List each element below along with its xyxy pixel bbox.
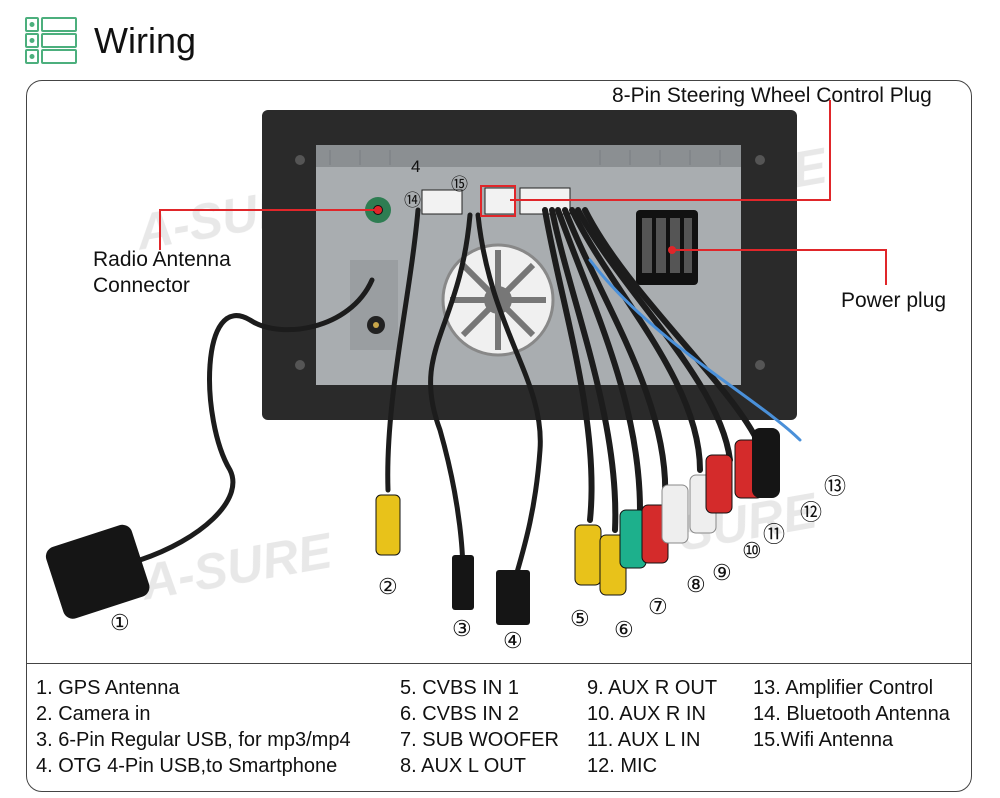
legend-item: 15.Wifi Antenna xyxy=(753,729,894,751)
number-10: ⑩ xyxy=(742,538,762,563)
number-11: ⑪ xyxy=(763,522,785,547)
legend-item: 6. CVBS IN 2 xyxy=(400,703,519,725)
callout-lines xyxy=(159,100,887,285)
legend-item: 8. AUX L OUT xyxy=(400,755,526,777)
svg-text:A-SURE: A-SURE xyxy=(135,522,337,611)
number-2: ② xyxy=(378,574,398,599)
number-15: ⑮ xyxy=(451,175,468,194)
number-4: ④ xyxy=(503,628,523,653)
gps-antenna xyxy=(45,524,150,619)
radio-antenna-label-line2: Connector xyxy=(93,274,190,297)
number-9: ⑨ xyxy=(712,560,732,585)
number-8: ⑧ xyxy=(686,572,706,597)
legend-item: 13. Amplifier Control xyxy=(753,677,934,699)
steering-plug-label: 8-Pin Steering Wheel Control Plug xyxy=(612,84,932,107)
legend-item: 3. 6-Pin Regular USB, for mp3/mp4 xyxy=(36,729,351,751)
number-1: ① xyxy=(110,610,130,635)
power-plug-label: Power plug xyxy=(841,289,947,312)
list-icon xyxy=(25,17,77,64)
number-14: ⑭ xyxy=(404,191,421,210)
legend-item: 4. OTG 4-Pin USB,to Smartphone xyxy=(36,755,338,777)
diagram-frame xyxy=(26,80,972,792)
head-unit xyxy=(262,110,797,420)
page-title: Wiring xyxy=(94,20,197,61)
legend-item: 11. AUX L IN xyxy=(587,729,701,751)
legend-item: 14. Bluetooth Antenna xyxy=(753,703,950,725)
number-7: ⑦ xyxy=(648,594,668,619)
number-13: ⑬ xyxy=(824,474,846,499)
legend-item: 10. AUX R IN xyxy=(587,703,706,725)
mark-four: 4 xyxy=(411,157,420,176)
legend-item: 9. AUX R OUT xyxy=(587,677,718,699)
rca-plugs xyxy=(574,428,780,596)
number-3: ③ xyxy=(452,616,472,641)
legend-col-4: 13. Amplifier Control 14. Bluetooth Ante… xyxy=(753,675,950,753)
number-12: ⑫ xyxy=(800,500,822,525)
wiring-diagram: A-SURE A-SURE A-SURE A-SURE xyxy=(45,100,887,653)
number-5: ⑤ xyxy=(570,606,590,631)
legend-item: 1. GPS Antenna xyxy=(36,677,180,699)
legend-col-3: 9. AUX R OUT 10. AUX R IN 11. AUX L IN 1… xyxy=(587,675,717,779)
radio-antenna-label: Radio Antenna xyxy=(93,248,231,271)
legend-col-1: 1. GPS Antenna 2. Camera in 3. 6-Pin Reg… xyxy=(36,675,351,779)
legend-item: 5. CVBS IN 1 xyxy=(400,677,519,699)
legend-item: 7. SUB WOOFER xyxy=(400,729,559,751)
legend-item: 12. MIC xyxy=(587,755,658,777)
legend-item: 2. Camera in xyxy=(36,703,151,725)
number-6: ⑥ xyxy=(614,617,634,642)
legend-col-2: 5. CVBS IN 1 6. CVBS IN 2 7. SUB WOOFER … xyxy=(400,675,559,779)
legend-divider xyxy=(26,663,972,664)
